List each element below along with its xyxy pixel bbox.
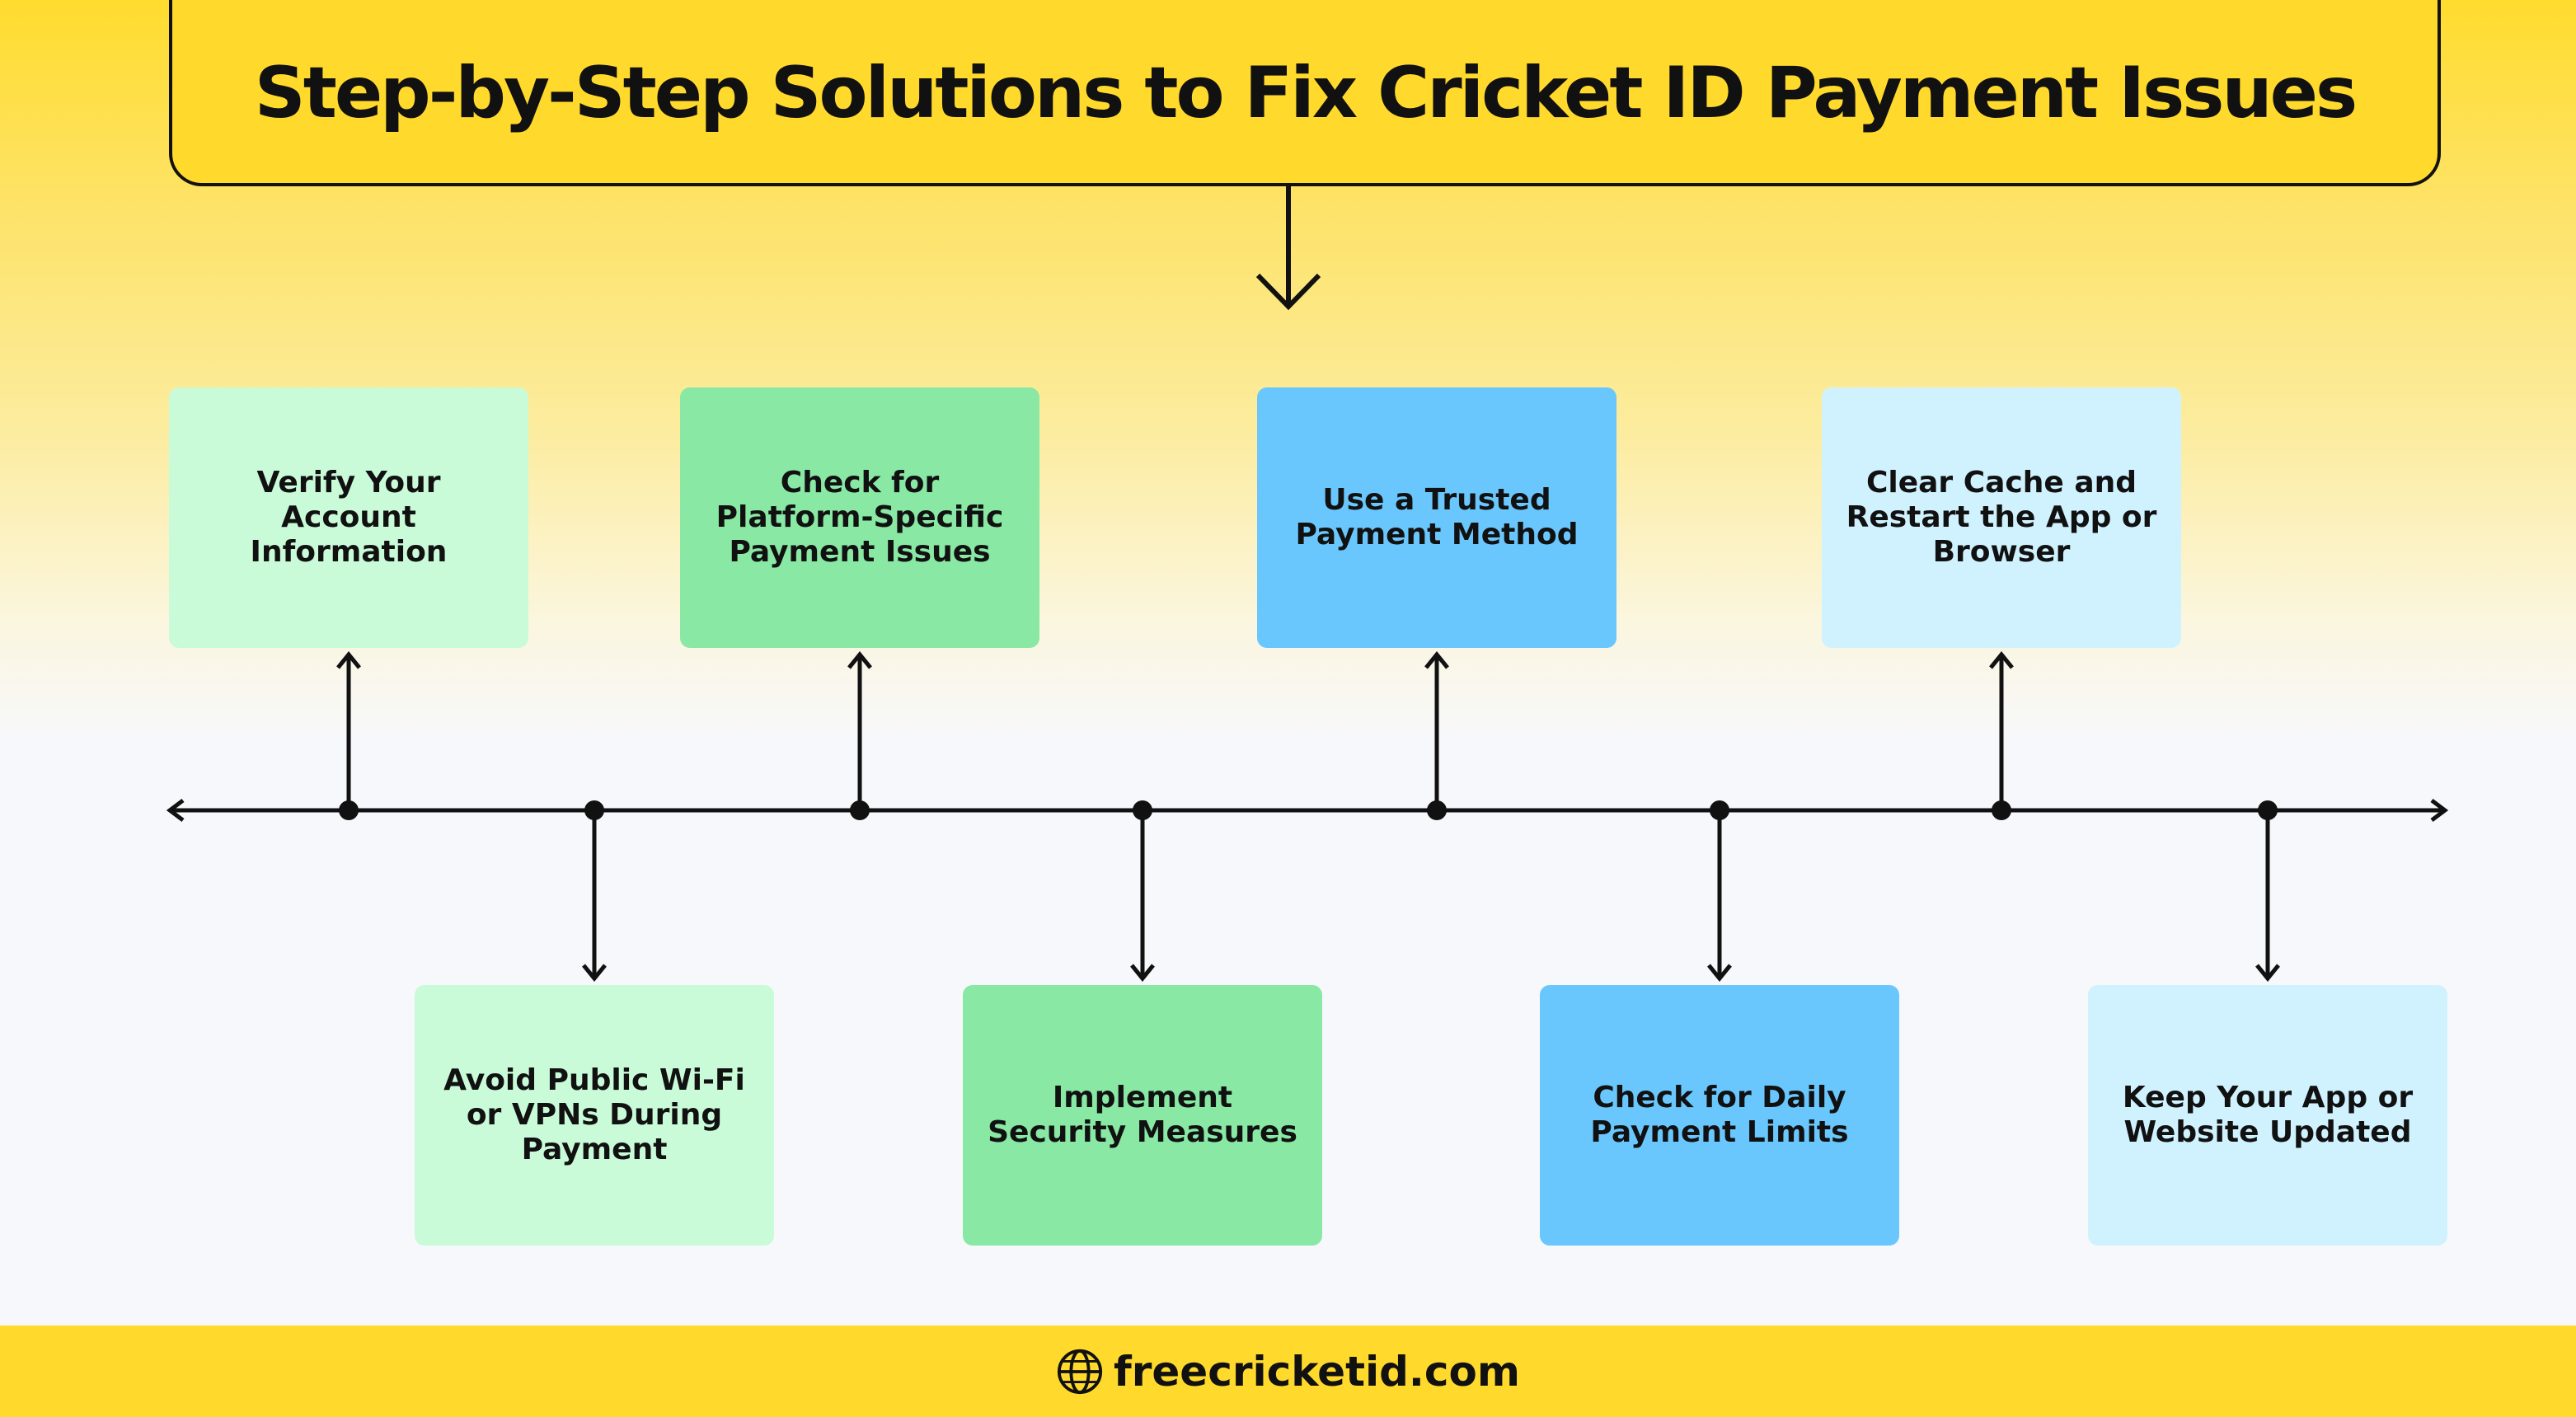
step-box-bottom-2: Implement Security Measures	[963, 985, 1322, 1246]
timeline-node-top-3	[1427, 800, 1447, 820]
step-box-top-2: Check for Platform-Specific Payment Issu…	[680, 387, 1039, 648]
arrow-head-bottom-1	[582, 964, 607, 982]
arrow-head-top-1	[336, 651, 361, 669]
arrow-head-top-4	[1989, 651, 2014, 669]
arrow-head-top-3	[1424, 651, 1449, 669]
footer: freecricketid.com	[0, 1326, 2576, 1417]
title-banner: Step-by-Step Solutions to Fix Cricket ID…	[169, 0, 2441, 186]
arrow-head-top-2	[847, 651, 872, 669]
footer-url[interactable]: freecricketid.com	[1113, 1347, 1521, 1396]
step-label: Clear Cache and Restart the App or Brows…	[1846, 466, 2157, 569]
step-label: Avoid Public Wi-Fi or VPNs During Paymen…	[443, 1063, 745, 1166]
arrow-head-bottom-4	[2255, 964, 2280, 982]
timeline-node-top-1	[339, 800, 359, 820]
timeline-node-bottom-3	[1710, 800, 1729, 820]
step-label: Verify Your Account Information	[250, 466, 448, 569]
timeline-node-top-2	[850, 800, 870, 820]
step-box-bottom-3: Check for Daily Payment Limits	[1540, 985, 1899, 1246]
step-label: Use a Trusted Payment Method	[1295, 483, 1579, 551]
timeline-node-bottom-1	[584, 800, 604, 820]
step-box-top-4: Clear Cache and Restart the App or Brows…	[1822, 387, 2181, 648]
step-label: Check for Platform-Specific Payment Issu…	[716, 466, 1004, 569]
step-label: Keep Your App or Website Updated	[2122, 1081, 2414, 1149]
step-box-top-1: Verify Your Account Information	[169, 387, 528, 648]
step-box-bottom-1: Avoid Public Wi-Fi or VPNs During Paymen…	[415, 985, 774, 1246]
timeline-node-bottom-2	[1133, 800, 1152, 820]
step-label: Implement Security Measures	[988, 1081, 1297, 1149]
timeline-node-top-4	[1992, 800, 2011, 820]
title-arrow-head	[1255, 273, 1321, 311]
timeline-node-bottom-4	[2258, 800, 2278, 820]
arrow-head-bottom-2	[1130, 964, 1155, 982]
timeline-right-arrow	[2430, 799, 2449, 822]
step-box-bottom-4: Keep Your App or Website Updated	[2088, 985, 2447, 1246]
step-box-top-3: Use a Trusted Payment Method	[1257, 387, 1616, 648]
step-label: Check for Daily Payment Limits	[1590, 1081, 1849, 1149]
page-title: Step-by-Step Solutions to Fix Cricket ID…	[254, 52, 2358, 134]
timeline-left-arrow	[166, 799, 185, 822]
globe-icon	[1057, 1349, 1103, 1394]
arrow-head-bottom-3	[1707, 964, 1732, 982]
